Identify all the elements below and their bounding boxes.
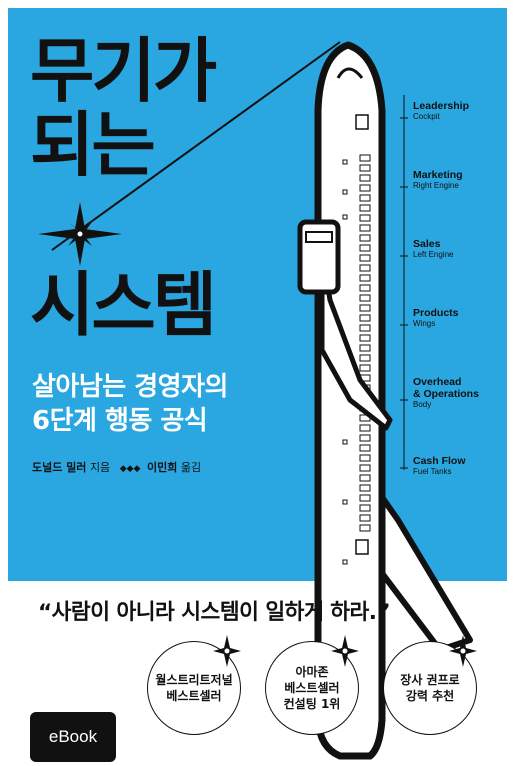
title-line-2: 되는 xyxy=(30,104,156,186)
badge-wsj-bestseller: 월스트리트저널 베스트셀러 xyxy=(147,641,241,735)
plane-label-marketing: Marketing Right Engine xyxy=(413,169,463,190)
author-name: 도널드 밀러 xyxy=(32,461,87,474)
plane-label-sales: Sales Left Engine xyxy=(413,238,454,259)
authors-line: 도널드 밀러 지음 ◆◆◆ 이민희 옮김 xyxy=(32,459,201,475)
left-wing xyxy=(319,247,393,431)
cover-quote: “사람이 아니라 시스템이 일하게 하라.” xyxy=(38,600,391,625)
compass-star-icon xyxy=(38,202,122,266)
translator-name: 이민희 xyxy=(146,461,178,474)
diagonal-line xyxy=(51,41,341,251)
separator-diamonds: ◆◆◆ xyxy=(119,464,141,474)
title-line-3: 시스템 xyxy=(30,264,217,346)
subtitle-line-2: 6단계 행동 공식 xyxy=(32,406,208,436)
translator-role: 옮김 xyxy=(180,461,202,474)
title-line-1: 무기가 xyxy=(30,30,217,112)
author-role: 지음 xyxy=(89,461,111,474)
badge-star-icon xyxy=(213,635,241,667)
subtitle: 살아남는 경영자의 6단계 행동 공식 xyxy=(32,370,228,438)
plane-label-leadership: Leadership Cockpit xyxy=(413,100,470,121)
plane-label-cashflow: Cash Flow Fuel Tanks xyxy=(413,455,466,476)
subtitle-line-1: 살아남는 경영자의 xyxy=(32,372,228,402)
plane-label-products: Products Wings xyxy=(413,307,459,328)
plane-label-overhead: Overhead & Operations Body xyxy=(413,376,479,409)
badge-star-icon xyxy=(449,635,477,667)
cover-blue-area xyxy=(8,8,507,581)
ebook-badge: eBook xyxy=(30,712,116,762)
badge-star-icon xyxy=(331,635,359,667)
